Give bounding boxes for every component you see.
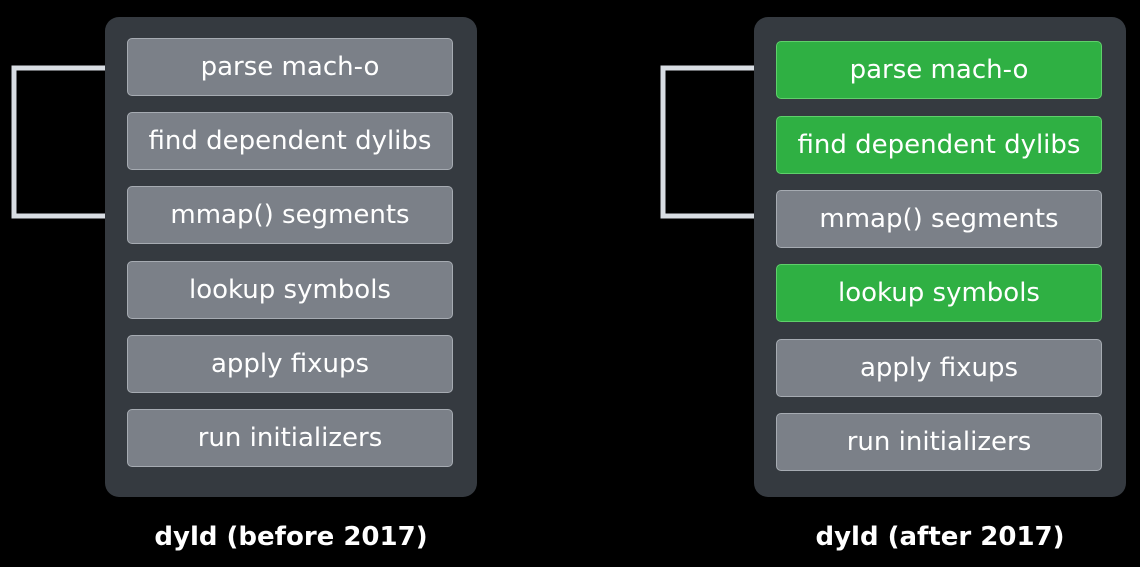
step-label: mmap() segments [819,204,1059,234]
step-label: run initializers [846,427,1032,457]
step-run-initializers: run initializers [127,409,453,467]
step-label: apply fixups [859,353,1019,383]
step-find-dependent-dylibs: find dependent dylibs [127,112,453,170]
step-label: lookup symbols [189,275,391,305]
caption-before-2017: dyld (before 2017) [154,522,428,552]
step-label: mmap() segments [170,200,410,230]
step-lookup-symbols: lookup symbols [127,261,453,319]
step-apply-fixups: apply fixups [776,339,1102,397]
step-run-initializers: run initializers [776,413,1102,471]
step-apply-fixups: apply fixups [127,335,453,393]
step-label: parse mach-o [849,55,1029,85]
step-parse-mach-o: parse mach-o [776,41,1102,99]
step-label: lookup symbols [838,278,1040,308]
step-label: apply fixups [210,349,370,379]
step-label: find dependent dylibs [797,130,1081,160]
step-label: find dependent dylibs [148,126,432,156]
step-mmap-segments: mmap() segments [776,190,1102,248]
caption-after-2017: dyld (after 2017) [815,522,1065,552]
step-label: parse mach-o [200,52,380,82]
step-lookup-symbols: lookup symbols [776,264,1102,322]
step-label: run initializers [197,423,383,453]
dyld-before-2017-panel: parse mach-o find dependent dylibs mmap(… [105,17,477,497]
step-parse-mach-o: parse mach-o [127,38,453,96]
step-find-dependent-dylibs: find dependent dylibs [776,116,1102,174]
dyld-after-2017-panel: parse mach-o find dependent dylibs mmap(… [754,17,1126,497]
step-mmap-segments: mmap() segments [127,186,453,244]
